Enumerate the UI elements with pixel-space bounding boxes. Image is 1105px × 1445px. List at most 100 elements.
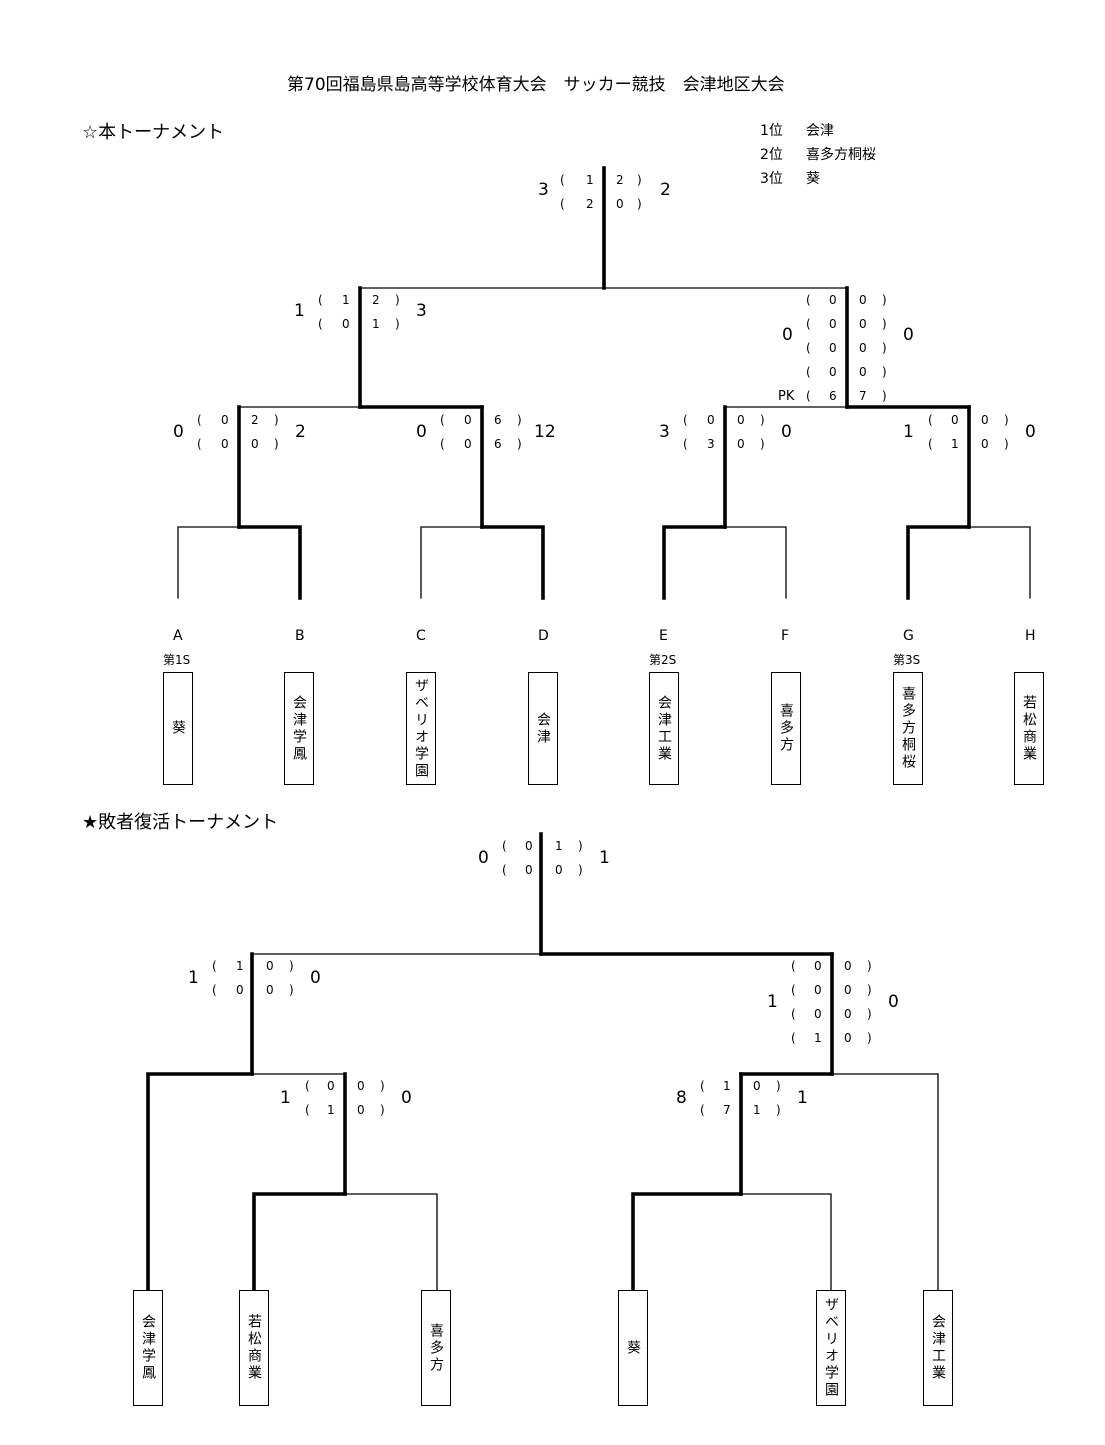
paren: (: [197, 437, 202, 451]
paren: ): [882, 365, 887, 379]
team-box: 会津: [528, 672, 558, 785]
paren: ): [637, 173, 642, 187]
half-score-right: 2: [372, 293, 380, 307]
half-score-right: 0: [859, 317, 867, 331]
bracket-line: [831, 1073, 939, 1291]
position-letter: D: [538, 628, 549, 644]
half-score-right: 2: [616, 173, 624, 187]
rank-place: 2位: [760, 147, 783, 163]
team-box: 喜多方: [771, 672, 801, 785]
bracket-line: [740, 1193, 832, 1291]
half-score-right: 0: [266, 983, 274, 997]
paren: ): [517, 413, 522, 427]
half-score-left: 1: [327, 1103, 335, 1117]
score-total-left: 1: [294, 301, 305, 321]
rank-team: 葵: [806, 171, 820, 187]
pk-label: PK: [778, 389, 795, 404]
paren: (: [928, 437, 933, 451]
bracket-line: [906, 525, 971, 600]
half-score-left: 2: [586, 197, 594, 211]
score-total-right: 0: [1025, 422, 1036, 442]
paren: (: [440, 437, 445, 451]
main-tournament-heading: ☆本トーナメント: [82, 122, 225, 143]
team-box: ザベリオ学園: [816, 1290, 846, 1406]
paren: (: [212, 959, 217, 973]
paren: ): [867, 983, 872, 997]
team-name: 会津工業: [930, 1314, 946, 1382]
half-score-right: 1: [372, 317, 380, 331]
half-score-right: 6: [494, 413, 502, 427]
team-box: 喜多方: [421, 1290, 451, 1406]
half-score-left: 7: [723, 1103, 731, 1117]
half-score-left: 0: [342, 317, 350, 331]
half-score-right: 0: [859, 365, 867, 379]
score-total-left: 3: [538, 180, 549, 200]
position-letter: B: [295, 628, 305, 644]
paren: (: [305, 1103, 310, 1117]
pk-score-left: 6: [829, 389, 837, 403]
paren: ): [395, 317, 400, 331]
score-total-right: 0: [888, 992, 899, 1012]
team-name: 葵: [170, 720, 186, 737]
score-total-left: 0: [173, 422, 184, 442]
half-score-right: 0: [859, 293, 867, 307]
half-score-left: 0: [236, 983, 244, 997]
team-name: 会津: [535, 711, 551, 746]
team-name: 若松商業: [1021, 694, 1037, 763]
score-total-left: 3: [659, 422, 670, 442]
position-letter: A: [173, 628, 183, 644]
half-score-left: 0: [814, 1007, 822, 1021]
team-box: 喜多方桐桜: [893, 672, 923, 785]
paren: (: [683, 413, 688, 427]
bracket-line: [662, 525, 727, 600]
half-score-left: 3: [707, 437, 715, 451]
half-score-left: 0: [221, 437, 229, 451]
half-score-left: 0: [525, 863, 533, 877]
paren: ): [867, 959, 872, 973]
half-score-left: 0: [707, 413, 715, 427]
team-box: 会津学鳳: [133, 1290, 163, 1406]
team-box: 会津工業: [923, 1290, 953, 1406]
team-box: 若松商業: [1014, 672, 1044, 785]
team-box: 葵: [618, 1290, 648, 1406]
bracket-line: [237, 525, 302, 600]
score-total-left: 8: [676, 1088, 687, 1108]
team-box: ザベリオ学園: [406, 672, 436, 785]
bracket-line: [420, 526, 483, 599]
half-score-left: 0: [464, 413, 472, 427]
half-score-right: 0: [266, 959, 274, 973]
pk-score-right: 7: [859, 389, 867, 403]
half-score-left: 1: [951, 437, 959, 451]
rank-team: 喜多方桐桜: [806, 147, 876, 163]
position-letter: F: [781, 628, 790, 644]
team-name: 葵: [625, 1339, 641, 1357]
half-score-left: 0: [525, 839, 533, 853]
bracket-line: [480, 525, 545, 600]
paren: (: [928, 413, 933, 427]
half-score-left: 1: [586, 173, 594, 187]
bracket-line: [252, 1192, 347, 1292]
team-box: 会津学鳳: [284, 672, 314, 785]
score-total-left: 0: [782, 325, 793, 345]
half-score-right: 0: [844, 983, 852, 997]
paren: (: [502, 839, 507, 853]
half-score-left: 0: [327, 1079, 335, 1093]
paren: (: [197, 413, 202, 427]
paren: (: [791, 959, 796, 973]
half-score-left: 1: [814, 1031, 822, 1045]
paren: ): [776, 1103, 781, 1117]
half-score-left: 0: [221, 413, 229, 427]
paren: ): [760, 437, 765, 451]
paren: (: [318, 293, 323, 307]
paren: (: [806, 365, 811, 379]
paren: ): [867, 1031, 872, 1045]
bracket-line: [631, 1192, 743, 1292]
half-score-right: 2: [251, 413, 259, 427]
paren: (: [212, 983, 217, 997]
paren: (: [806, 341, 811, 355]
team-name: 喜多方: [778, 703, 794, 754]
team-name: ザベリオ学園: [823, 1297, 839, 1399]
paren: ): [578, 863, 583, 877]
half-score-right: 1: [555, 839, 563, 853]
